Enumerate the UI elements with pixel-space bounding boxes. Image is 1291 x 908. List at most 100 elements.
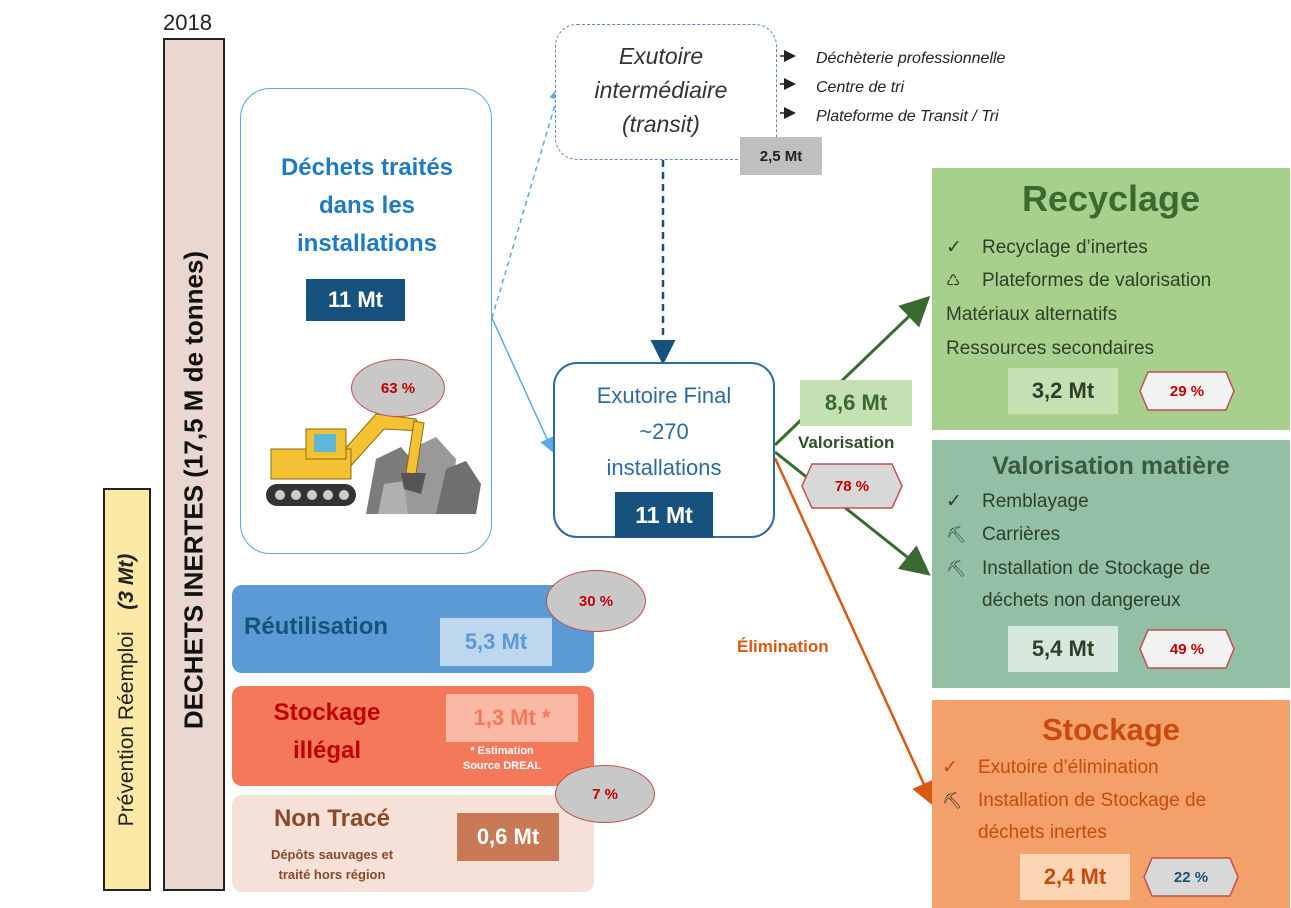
prevention-bar: Prévention Réemploi (3 Mt) (103, 488, 151, 891)
intermediate-item: Centre de tri (816, 79, 905, 96)
final-box: Exutoire Final ~270 installations 11 Mt (553, 362, 775, 538)
illegal-box: Stockage illégal 1,3 Mt * * Estimation S… (232, 686, 594, 786)
final-qty: 11 Mt (615, 492, 713, 538)
intermediate-items: Déchèterie professionnelle Centre de tri… (816, 44, 1005, 131)
valorisation-matiere-item-3: ⛏ Installation de Stockage de (946, 558, 1210, 580)
final-line3: installations (606, 455, 722, 480)
check-icon: ✓ (942, 757, 958, 778)
elimination-label: Élimination (737, 637, 829, 656)
valorisation-matiere-item-text: Carrières (982, 524, 1061, 545)
valorisation-matiere-item-text: Installation de Stockage de (982, 558, 1211, 579)
valorisation-matiere-item-1: ✓ Remblayage (946, 490, 1089, 513)
valorisation-pct-text: 78 % (834, 477, 870, 495)
prevention-label: Prévention Réemploi (3 Mt) (115, 554, 139, 827)
stockage-pct: 22 % (1142, 856, 1240, 898)
arrow-to-intermediate (491, 85, 564, 319)
treated-qty: 11 Mt (306, 279, 405, 321)
year-label: 2018 (163, 10, 212, 35)
valorisation-qty: 8,6 Mt (800, 380, 912, 426)
recyclage-qty: 3,2 Mt (1008, 368, 1118, 414)
intermediate-item: Déchèterie professionnelle (816, 50, 1006, 67)
arrow-to-stockage (773, 457, 936, 807)
valorisation-label: Valorisation (798, 433, 895, 452)
illegal-note-line2: Source DREAL (462, 760, 542, 772)
untraced-sub-line1: Dépôts sauvages et (270, 847, 394, 862)
untraced-sub: Dépôts sauvages et traité hors région (242, 845, 422, 885)
recyclage-plain-1: Matériaux alternatifs (946, 304, 1118, 325)
stockage-title: Stockage (1042, 712, 1180, 747)
prevention-text: Prévention Réemploi (115, 631, 138, 827)
hexagon-shape (801, 463, 903, 509)
recycle-icon: ♺ (946, 273, 961, 290)
valorisation-matiere-title: Valorisation matière (992, 452, 1230, 480)
prevention-qty: (3 Mt) (115, 553, 138, 610)
stockage-item-text: Installation de Stockage de (978, 790, 1207, 811)
reuse-label: Réutilisation (244, 613, 389, 640)
quarry-icon: ⛏ (942, 793, 963, 810)
hexagon-shape (1139, 629, 1235, 669)
recyclage-item-text: Recyclage d’inertes (982, 237, 1148, 258)
valorisation-matiere-continuation: déchets non dangereux (982, 590, 1181, 611)
reuse-box: Réutilisation 5,3 Mt (232, 585, 594, 673)
treated-title-line1: Déchets traités (280, 154, 454, 181)
illegal-note-line1: * Estimation (470, 745, 534, 757)
quarry-icon: ⛏ (946, 527, 967, 544)
treated-pct: 63 % (351, 359, 445, 417)
untraced-label: Non Tracé (273, 805, 391, 832)
untraced-box: Non Tracé Dépôts sauvages et traité hors… (232, 795, 594, 892)
treated-title-line2: dans les (318, 192, 416, 219)
stockage-pct-text: 22 % (1173, 868, 1209, 886)
check-icon: ✓ (946, 237, 962, 258)
untraced-qty: 0,6 Mt (457, 813, 559, 861)
intermediate-item: Plateforme de Transit / Tri (816, 108, 999, 125)
reuse-pct: 30 % (546, 570, 646, 632)
valorisation-matiere-item-text: Remblayage (982, 491, 1089, 512)
illegal-label-line1: Stockage (273, 699, 381, 726)
illegal-label: Stockage illégal (252, 694, 402, 770)
illegal-pct: 7 % (555, 765, 655, 823)
intermediate-title: Exutoire intermédiaire (transit) (556, 39, 766, 141)
stockage-panel: Stockage ✓ Exutoire d’élimination ⛏ Instal… (932, 700, 1290, 908)
recyclage-pct-text: 29 % (1169, 382, 1205, 400)
stockage-item-1: ✓ Exutoire d’élimination (942, 756, 1159, 779)
dechets-inertes-bar: DECHETS INERTES (17,5 M de tonnes) (163, 38, 225, 891)
intermediate-line2: intermédiaire (594, 77, 728, 103)
dechets-inertes-label: DECHETS INERTES (17,5 M de tonnes) (178, 250, 209, 730)
arrow-to-final (491, 317, 554, 453)
stockage-item-2: ⛏ Installation de Stockage de (942, 790, 1206, 812)
valorisation-matiere-qty: 5,4 Mt (1008, 626, 1118, 672)
arrow-to-valorisation-matiere (774, 450, 931, 576)
valorisation-matiere-pct: 49 % (1138, 628, 1236, 670)
quarry-icon: ⛏ (946, 561, 967, 578)
valorisation-pct: 78 % (800, 462, 904, 510)
illegal-note: * Estimation Source DREAL (432, 744, 572, 774)
intermediate-line1: Exutoire (618, 43, 704, 69)
untraced-sub-line2: traité hors région (278, 867, 386, 882)
intermediate-line3: (transit) (622, 111, 700, 137)
valorisation-matiere-pct-text: 49 % (1169, 640, 1205, 658)
recyclage-title: Recyclage (1021, 178, 1201, 219)
stockage-item-text: Exutoire d’élimination (978, 757, 1159, 778)
recyclage-item-text: Plateformes de valorisation (982, 270, 1212, 291)
valorisation-matiere-item-2: ⛏ Carrières (946, 524, 1060, 546)
hexagon-shape (1143, 857, 1239, 897)
valorisation-matiere-panel: Valorisation matière ✓ Remblayage ⛏ Carriè… (932, 440, 1290, 688)
treated-box: Déchets traités dans les installations 1… (240, 88, 492, 554)
stockage-qty: 2,4 Mt (1020, 854, 1130, 900)
recyclage-plain-2: Ressources secondaires (946, 338, 1155, 359)
illegal-qty: 1,3 Mt * (446, 694, 578, 742)
stockage-continuation: déchets inertes (978, 822, 1107, 843)
final-title: Exutoire Final ~270 installations (555, 378, 773, 486)
check-icon: ✓ (946, 491, 962, 512)
excavator-icon (266, 413, 481, 514)
recyclage-item-1: ✓ Recyclage d’inertes (946, 236, 1148, 259)
final-line1: Exutoire Final (596, 383, 732, 408)
treated-title: Déchets traités dans les installations (241, 149, 493, 263)
treated-title-line3: installations (296, 230, 438, 257)
hexagon-shape (1139, 371, 1235, 411)
final-line2: ~270 (639, 419, 689, 444)
intermediate-qty: 2,5 Mt (740, 137, 822, 175)
recyclage-item-2: ♺ Plateformes de valorisation (946, 270, 1211, 292)
reuse-qty: 5,3 Mt (440, 618, 552, 666)
recyclage-pct: 29 % (1138, 370, 1236, 412)
